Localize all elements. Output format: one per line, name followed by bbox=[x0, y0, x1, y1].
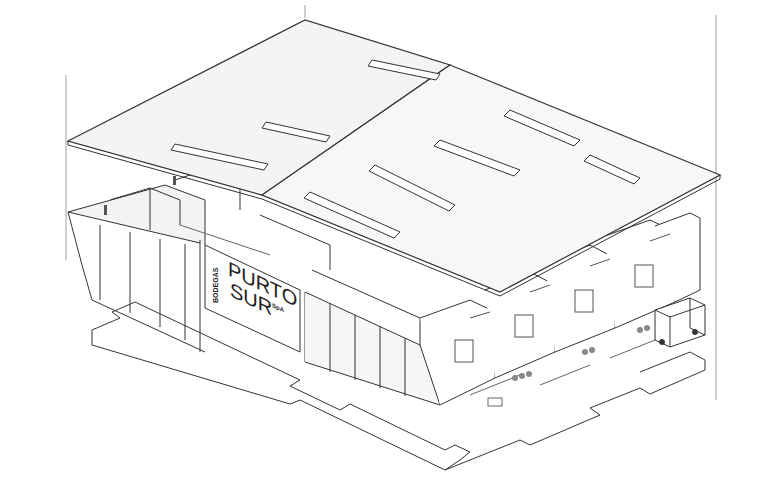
sign-subtitle: BODEGAS bbox=[212, 268, 219, 303]
